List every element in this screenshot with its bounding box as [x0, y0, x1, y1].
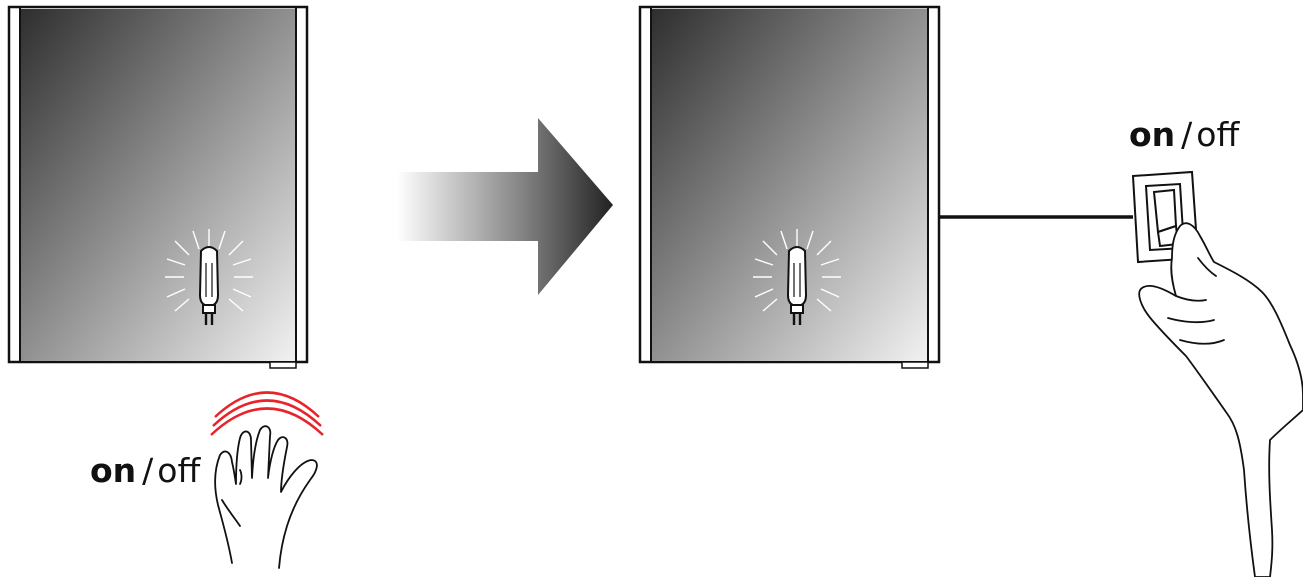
- left-mirror-cabinet: [7, 5, 309, 369]
- hand-pressing-icon: [1138, 222, 1303, 577]
- wave-icon: [210, 391, 324, 436]
- sensor-off-text: off: [157, 451, 201, 490]
- sensor-separator-text: /: [142, 451, 154, 490]
- switch-separator-text: /: [1181, 115, 1193, 154]
- sensor-on-text: on: [90, 451, 136, 490]
- hand-wave-icon: [214, 425, 318, 569]
- switch-off-text: off: [1196, 115, 1240, 154]
- sensor-on-off-label: on/off: [90, 451, 201, 490]
- arrow-right-icon: [397, 118, 613, 295]
- switch-on-text: on: [1129, 115, 1175, 154]
- right-mirror-cabinet: [638, 5, 941, 369]
- switch-on-off-label: on/off: [1129, 115, 1240, 154]
